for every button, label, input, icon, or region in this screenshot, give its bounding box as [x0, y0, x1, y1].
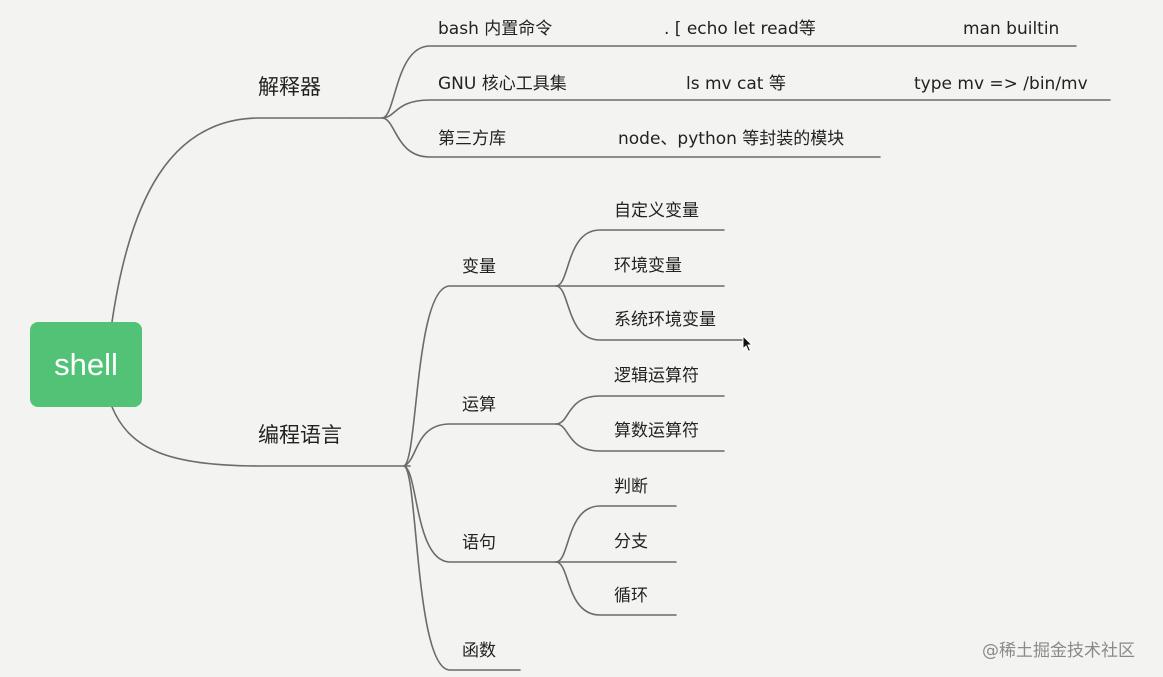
operation-child-arith: 算数运算符 [614, 421, 699, 441]
edge-interpreter-gnu [381, 99, 1111, 119]
interpreter-item-third-label: 第三方库 [438, 129, 506, 149]
root-label: shell [54, 346, 118, 382]
group-statement-label: 语句 [462, 533, 496, 553]
group-variable-label: 变量 [462, 257, 496, 277]
statement-child-loop: 循环 [614, 586, 648, 606]
edge-stmt-if [555, 505, 677, 563]
interpreter-item-bash-label: bash 内置命令 [438, 19, 553, 39]
branch-interpreter-label: 解释器 [258, 75, 321, 99]
root-node-shell: shell [30, 322, 142, 407]
statement-child-branch: 分支 [614, 532, 648, 552]
group-operation-label: 运算 [462, 395, 496, 415]
interpreter-item-gnu-right: type mv => /bin/mv [914, 74, 1088, 94]
edge-prog-op [403, 423, 557, 467]
variable-child-sysenv: 系统环境变量 [614, 310, 716, 330]
variable-child-custom: 自定义变量 [614, 201, 699, 221]
edge-stmt-loop [555, 561, 677, 616]
statement-child-if: 判断 [614, 477, 648, 497]
edge-var-sysenv [555, 285, 747, 341]
edge-op-arith [555, 423, 725, 452]
edge-var-custom [555, 229, 725, 287]
operation-child-logic: 逻辑运算符 [614, 366, 699, 386]
interpreter-item-third-mid: node、python 等封装的模块 [618, 129, 845, 149]
mouse-cursor-icon [742, 335, 754, 353]
edge-prog-stmt [403, 465, 557, 563]
watermark-text: @稀土掘金技术社区 [982, 641, 1135, 661]
group-function-label: 函数 [462, 641, 496, 661]
edge-root-interpreter [111, 117, 351, 323]
edge-prog-func [403, 465, 521, 671]
interpreter-item-bash-right: man builtin [963, 19, 1060, 39]
variable-child-env: 环境变量 [614, 256, 682, 276]
edge-interpreter-third [381, 117, 881, 158]
interpreter-item-gnu-label: GNU 核心工具集 [438, 74, 567, 94]
interpreter-item-gnu-mid: ls mv cat 等 [686, 74, 786, 94]
interpreter-item-bash-mid: . [ echo let read等 [664, 19, 816, 39]
edge-op-logic [555, 395, 725, 425]
branch-programming-label: 编程语言 [258, 423, 342, 447]
edge-prog-var [403, 285, 557, 467]
edge-root-programming [111, 406, 411, 467]
